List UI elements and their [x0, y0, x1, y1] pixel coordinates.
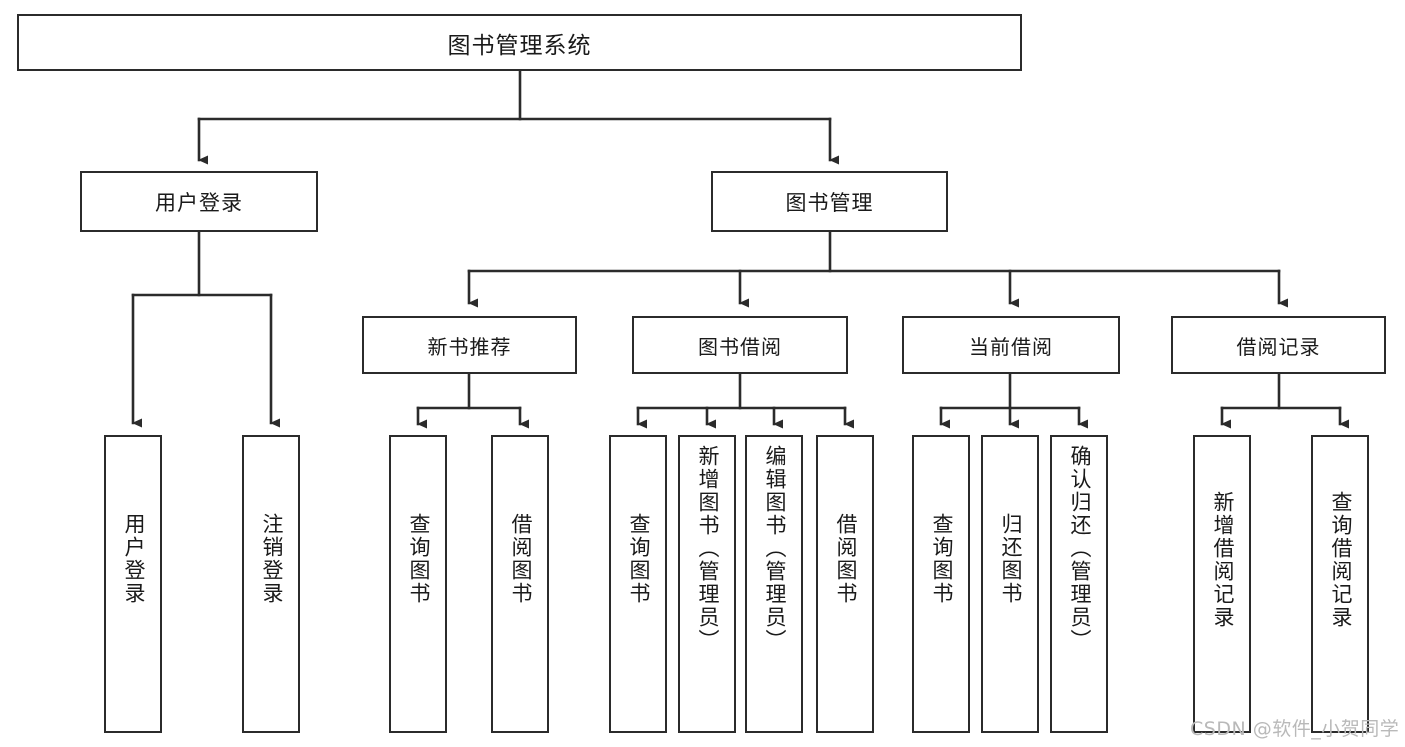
node-new-book-recommend[interactable]: 新书推荐: [362, 316, 577, 374]
node-root-system[interactable]: 图书管理系统: [17, 14, 1022, 71]
leaf-current-confirm-return-admin[interactable]: 确认归还（管理员）: [1050, 435, 1108, 733]
leaf-user-login-logout[interactable]: 注销登录: [242, 435, 300, 733]
leaf-label: 注销登录: [259, 513, 284, 605]
node-label: 图书管理系统: [447, 32, 592, 59]
leaf-user-login-login[interactable]: 用户登录: [104, 435, 162, 733]
leaf-label: 借阅图书: [508, 513, 533, 605]
leaf-borrow-add-book-admin[interactable]: 新增图书（管理员）: [678, 435, 736, 733]
node-label: 图书借阅: [698, 334, 782, 359]
leaf-record-query-record[interactable]: 查询借阅记录: [1311, 435, 1369, 733]
node-label: 新书推荐: [427, 334, 512, 359]
node-current-borrow[interactable]: 当前借阅: [902, 316, 1120, 374]
node-user-login[interactable]: 用户登录: [80, 171, 318, 232]
leaf-borrow-edit-book-admin[interactable]: 编辑图书（管理员）: [745, 435, 803, 733]
leaf-current-return-book[interactable]: 归还图书: [981, 435, 1039, 733]
leaf-label: 用户登录: [121, 513, 146, 605]
node-label: 当前借阅: [969, 334, 1053, 359]
leaf-label: 查询图书: [929, 513, 954, 605]
node-book-management[interactable]: 图书管理: [711, 171, 948, 232]
leaf-label: 编辑图书（管理员）: [762, 445, 787, 652]
node-label: 图书管理: [785, 190, 874, 215]
node-borrow-record[interactable]: 借阅记录: [1171, 316, 1386, 374]
csdn-watermark: CSDN @软件_小贺同学: [1190, 718, 1400, 740]
leaf-label: 确认归还（管理员）: [1067, 445, 1092, 652]
leaf-borrow-borrow-book[interactable]: 借阅图书: [816, 435, 874, 733]
leaf-borrow-query-book[interactable]: 查询图书: [609, 435, 667, 733]
leaf-current-query-book[interactable]: 查询图书: [912, 435, 970, 733]
leaf-new-book-borrow[interactable]: 借阅图书: [491, 435, 549, 733]
leaf-record-add-record[interactable]: 新增借阅记录: [1193, 435, 1251, 733]
leaf-label: 查询图书: [626, 513, 651, 605]
leaf-label: 查询借阅记录: [1328, 491, 1353, 629]
leaf-label: 新增借阅记录: [1210, 491, 1235, 629]
node-book-borrow[interactable]: 图书借阅: [632, 316, 848, 374]
leaf-label: 查询图书: [406, 513, 431, 605]
node-label: 借阅记录: [1236, 334, 1321, 359]
leaf-label: 归还图书: [998, 513, 1023, 605]
leaf-label: 借阅图书: [833, 513, 858, 605]
leaf-new-book-query[interactable]: 查询图书: [389, 435, 447, 733]
leaf-label: 新增图书（管理员）: [695, 445, 720, 652]
node-label: 用户登录: [155, 190, 243, 215]
